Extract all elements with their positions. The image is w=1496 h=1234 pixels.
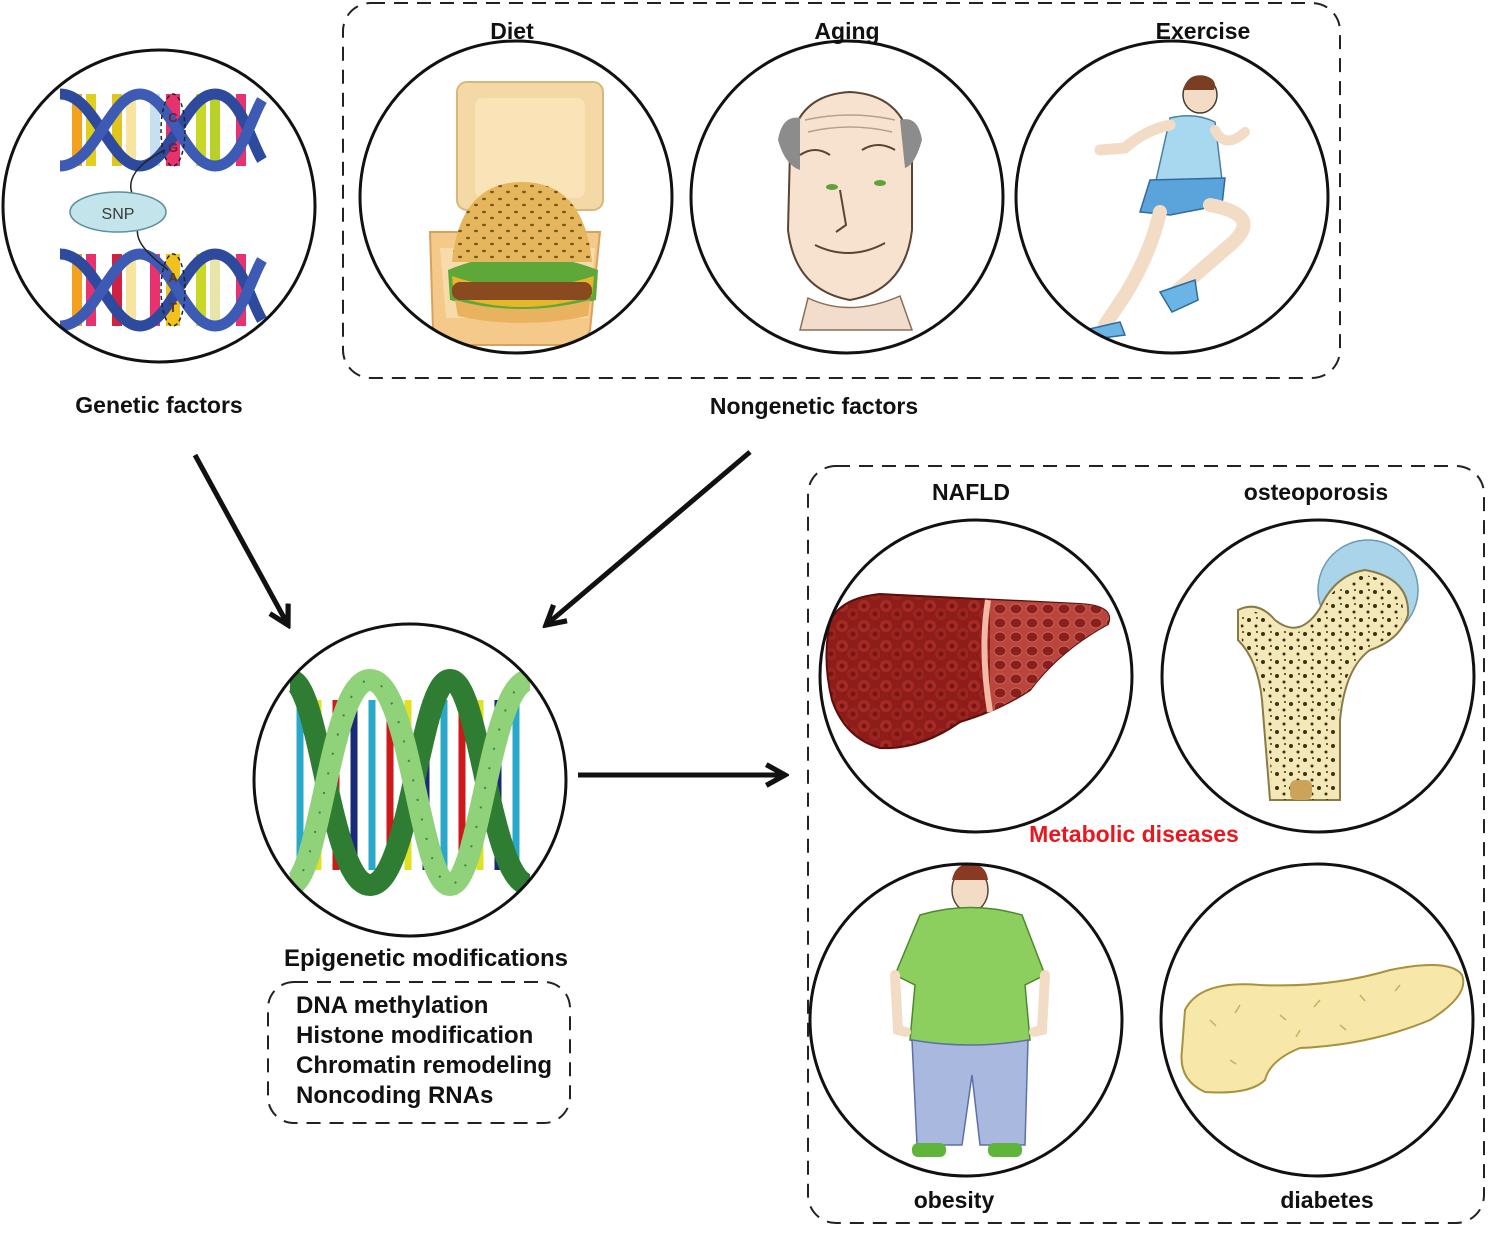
diet-circle — [358, 39, 674, 355]
snp-badge — [69, 191, 167, 233]
snp-top-base-1: C — [168, 110, 178, 125]
metabolic-group-box — [807, 465, 1485, 1224]
genetic-factors-circle — [1, 48, 317, 364]
old-man-face-icon — [778, 90, 922, 331]
epigenetic-modifications-label: Epigenetic modifications — [283, 945, 569, 972]
osteoporosis-circle — [1160, 518, 1476, 834]
nongenetic-factors-label: Nongenetic factors — [709, 393, 919, 419]
femur-bone-icon — [1237, 539, 1419, 801]
obesity-circle — [808, 862, 1124, 1178]
modification-item: Chromatin remodeling — [296, 1052, 553, 1079]
aging-label: Aging — [814, 18, 880, 44]
diabetes-circle — [1159, 862, 1475, 1178]
obesity-label: obesity — [913, 1187, 995, 1213]
nafld-circle — [818, 518, 1134, 834]
nafld-label: NAFLD — [932, 479, 1010, 505]
metabolic-diseases-label: Metabolic diseases — [1029, 821, 1239, 847]
modification-list: DNA methylation Histone modification Chr… — [296, 991, 552, 1111]
snp-label: SNP — [102, 206, 135, 223]
modifications-group-box — [267, 981, 571, 1124]
runner-icon — [1084, 75, 1251, 341]
nongenetic-group-box — [342, 2, 1341, 379]
osteoporosis-label: osteoporosis — [1243, 479, 1389, 505]
burger-box-icon — [428, 81, 604, 346]
obese-person-icon — [890, 864, 1050, 1157]
diet-label: Diet — [490, 18, 534, 44]
arrow-genetic-to-epigenetic — [192, 453, 288, 625]
exercise-circle — [1014, 39, 1330, 355]
pancreas-icon — [1180, 964, 1465, 1094]
modification-item: Histone modification — [296, 1022, 534, 1049]
dna-helix-icon — [285, 668, 534, 897]
genetic-factors-label: Genetic factors — [75, 392, 243, 418]
epigenetic-circle — [252, 622, 568, 938]
exercise-label: Exercise — [1155, 18, 1251, 44]
liver-icon — [825, 592, 1111, 750]
modification-item: Noncoding RNAs — [296, 1082, 494, 1109]
snp-bottom-base-1: A — [168, 270, 178, 285]
modification-item: DNA methylation — [296, 992, 489, 1019]
snp-top-base-2: G — [168, 140, 178, 155]
snp-dna-icon — [59, 88, 267, 332]
diabetes-label: diabetes — [1280, 1187, 1374, 1213]
arrow-nongenetic-to-epigenetic — [546, 450, 752, 625]
snp-bottom-base-2: T — [169, 300, 177, 315]
aging-circle — [689, 39, 1005, 355]
